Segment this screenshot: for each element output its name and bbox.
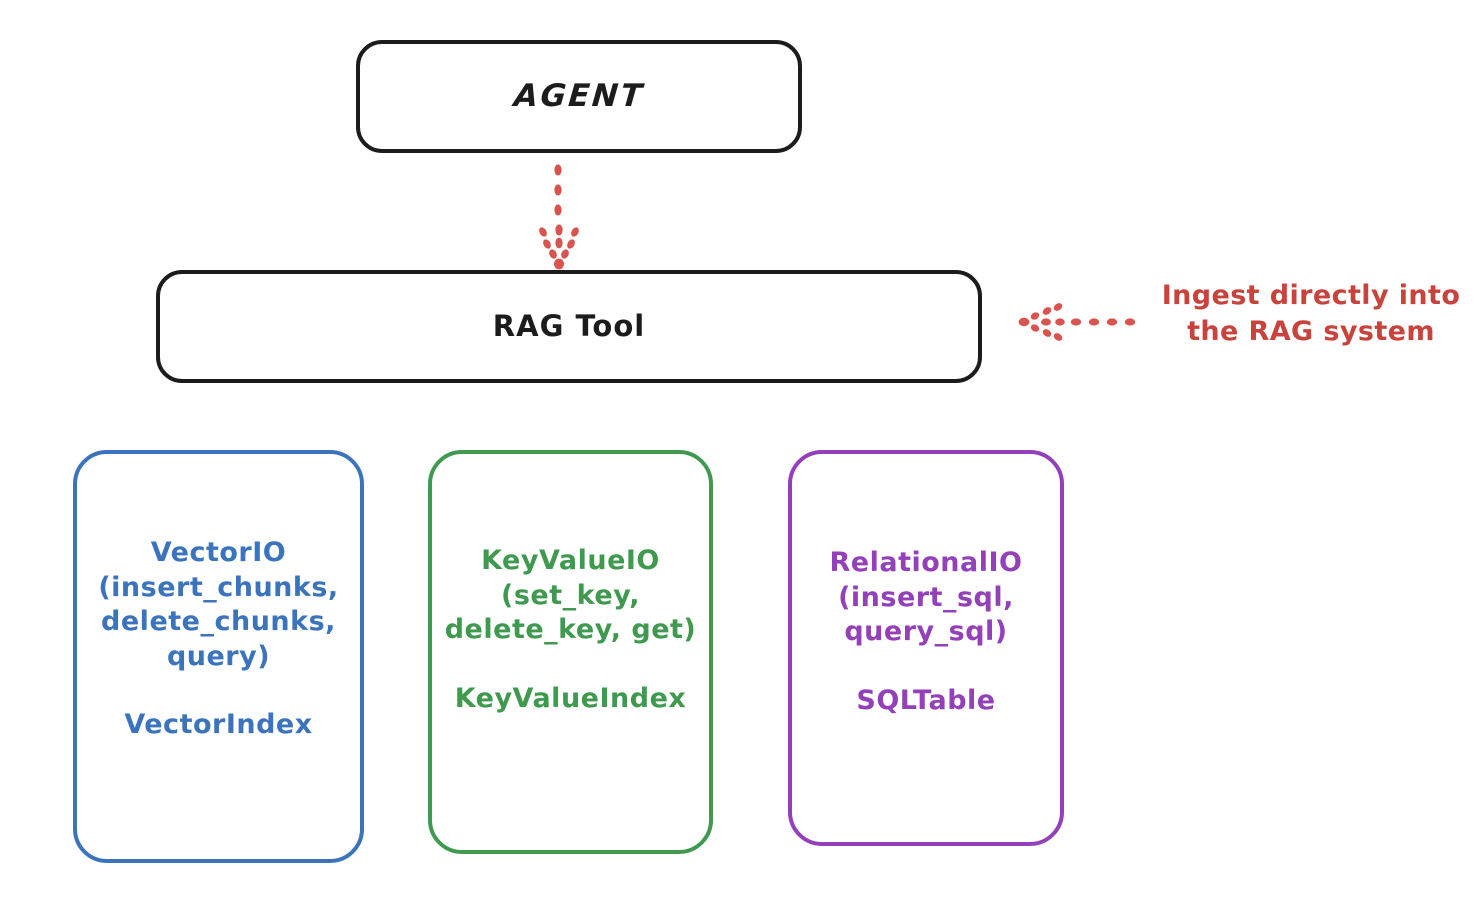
node-vector-io-api-label: VectorIO (insert_chunks, delete_chunks, … <box>98 537 339 672</box>
node-key-value-io[interactable]: KeyValueIO (set_key, delete_key, get) Ke… <box>428 450 713 854</box>
node-agent[interactable]: AGENT <box>356 40 802 153</box>
arrow-agent-to-rag-tool <box>539 164 579 270</box>
node-relational-io[interactable]: RelationalIO (insert_sql, query_sql) SQL… <box>788 450 1064 846</box>
node-vector-io[interactable]: VectorIO (insert_chunks, delete_chunks, … <box>73 450 364 863</box>
node-relational-io-api-label: RelationalIO (insert_sql, query_sql) <box>829 547 1023 648</box>
node-agent-label: AGENT <box>512 77 646 114</box>
node-rag-tool[interactable]: RAG Tool <box>156 270 982 383</box>
annotation-ingest: Ingest directly into the RAG system <box>1161 280 1461 348</box>
node-rag-tool-label: RAG Tool <box>492 308 646 343</box>
node-key-value-io-index-label: KeyValueIndex <box>454 682 687 714</box>
node-key-value-io-api-label: KeyValueIO (set_key, delete_key, get) <box>444 545 697 646</box>
node-relational-io-index-label: SQLTable <box>856 684 996 716</box>
arrow-ingest-to-rag-tool <box>1018 303 1136 341</box>
node-vector-io-index-label: VectorIndex <box>124 709 313 741</box>
